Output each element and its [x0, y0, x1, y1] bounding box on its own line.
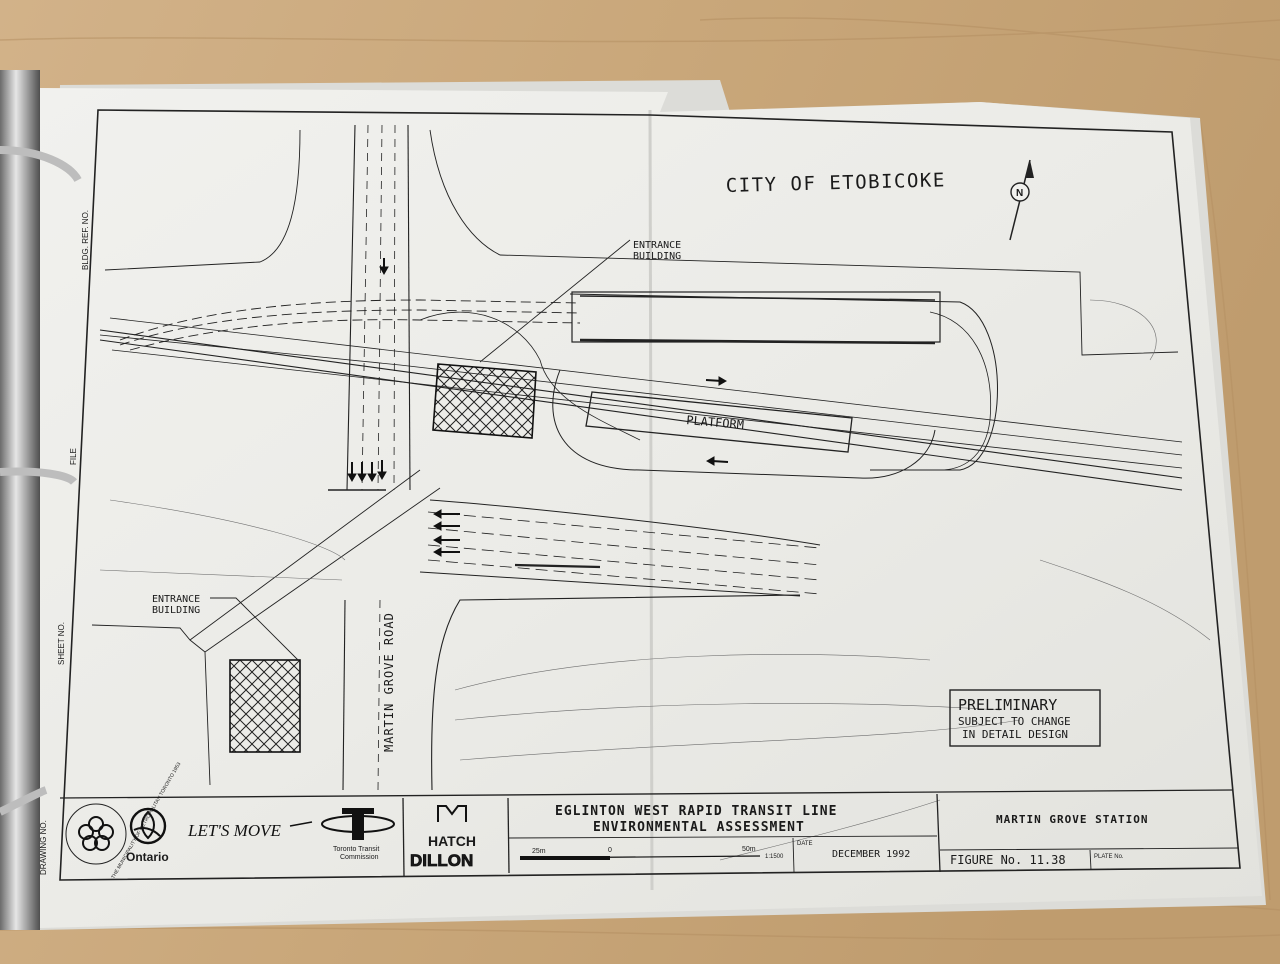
ttc-name-1: Toronto Transit [333, 846, 379, 853]
bldg-ref-label: BLDG. REF. NO. [81, 210, 90, 270]
entrance-label-south-1: ENTRANCE [152, 594, 200, 605]
binder-ring-top [0, 146, 82, 183]
notice-title: PRELIMINARY [958, 696, 1057, 714]
platform-label: PLATFORM [686, 413, 745, 432]
notice-line-2: IN DETAIL DESIGN [962, 728, 1068, 741]
road-label: MARTIN GROVE ROAD [382, 612, 396, 752]
entrance-building-north [432, 363, 537, 439]
project-line-1: EGLINTON WEST RAPID TRANSIT LINE [555, 804, 837, 819]
slogan-swoosh [289, 821, 313, 827]
date-label: DATE [797, 841, 813, 847]
entrance-building-south [229, 659, 301, 753]
hatch-dillon-logo: HATCH DILLON [410, 805, 476, 870]
traffic-arrows [347, 258, 729, 557]
project-line-2: ENVIRONMENTAL ASSESSMENT [593, 820, 805, 835]
margin-labels: BLDG. REF. NO. FILE SHEET NO. DRAWING NO… [39, 210, 90, 875]
scale-zero: 0 [608, 847, 612, 854]
figure-number: FIGURE No. 11.38 [950, 853, 1066, 867]
title-block [59, 789, 1239, 877]
binder-ring-bottom [0, 786, 48, 816]
hatch-wordmark: HATCH [428, 833, 476, 849]
plate-label: PLATE No. [1094, 854, 1124, 860]
date-value: DECEMBER 1992 [832, 849, 910, 860]
sheet-label: SHEET NO. [57, 622, 66, 665]
preliminary-notice: PRELIMINARY SUBJECT TO CHANGE IN DETAIL … [949, 689, 1101, 747]
scale-right: 50m [742, 846, 756, 853]
sheet-fold [648, 109, 654, 891]
entrance-label-north-2: BUILDING [633, 251, 681, 262]
leader-lines [210, 239, 631, 661]
station-name: MARTIN GROVE STATION [996, 813, 1148, 826]
entrance-label-north-1: ENTRANCE [633, 240, 681, 251]
north-arrow-icon: N [1009, 159, 1034, 241]
ontario-logo: Ontario [126, 807, 169, 864]
ttc-name-2: Commission [340, 854, 379, 861]
scale-bar: 25m 0 50m 1:1500 [519, 846, 784, 860]
notice-line-1: SUBJECT TO CHANGE [958, 715, 1071, 728]
ttc-logo: Toronto Transit Commission [321, 808, 395, 861]
dillon-wordmark: DILLON [410, 851, 473, 870]
binder-ring-middle [0, 467, 78, 486]
file-label: FILE [69, 448, 78, 465]
scale-left: 25m [532, 848, 546, 855]
site-plan [91, 124, 1211, 861]
north-mark: N [1016, 188, 1023, 199]
drawing-border [59, 109, 1241, 881]
scale-ratio: 1:1500 [765, 854, 784, 860]
drawing-label: DRAWING NO. [39, 820, 48, 875]
entrance-label-south-2: BUILDING [152, 605, 200, 616]
ontario-wordmark: Ontario [126, 850, 169, 864]
lets-move-slogan: LET'S MOVE [187, 821, 282, 840]
binder-spine [0, 70, 40, 930]
